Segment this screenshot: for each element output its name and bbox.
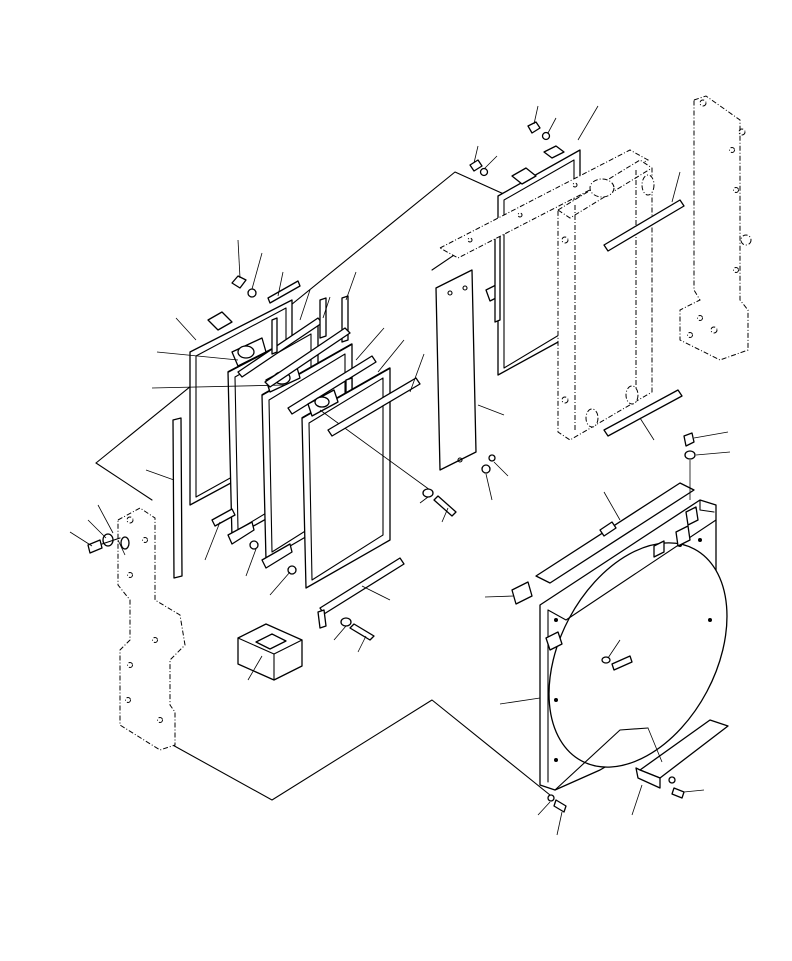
seal-strips-upper (237, 271, 357, 378)
radiator-assembly-dashed (557, 159, 655, 441)
shroud-bolts-bottom (537, 794, 567, 836)
right-side-bracket (679, 95, 752, 361)
seal-strips-right (603, 171, 685, 441)
shroud-cover (631, 719, 729, 816)
front-core-bolts (333, 488, 457, 653)
seal-strip-left (145, 417, 183, 579)
top-plate (438, 149, 650, 259)
left-side-bracket (117, 507, 186, 751)
shroud-spacer (484, 581, 533, 605)
shroud-bolts-top (683, 431, 731, 500)
seal-strips-front (317, 353, 425, 629)
top-bolts-center (469, 105, 599, 177)
condenser-core (301, 367, 431, 589)
rubber-mount (237, 623, 303, 681)
group-outline-bottom (159, 699, 551, 801)
fan-shroud (499, 499, 728, 791)
rear-core-hardware (231, 239, 301, 304)
shroud-top-strip (535, 482, 695, 584)
shroud-inner-bolt (601, 639, 633, 671)
left-bolt-set (69, 504, 130, 556)
center-plate (435, 269, 509, 501)
